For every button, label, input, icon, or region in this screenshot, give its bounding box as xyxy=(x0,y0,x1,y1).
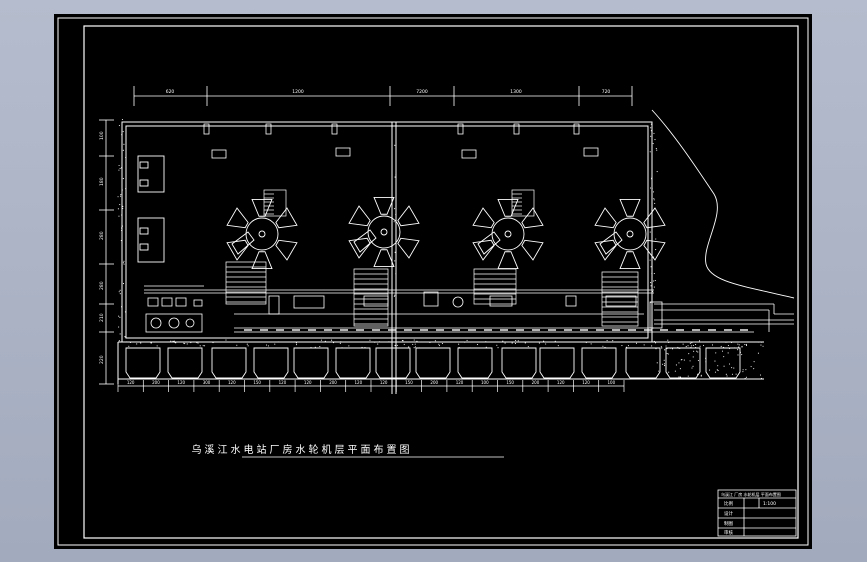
bottom-dim-label: 120 xyxy=(582,380,590,385)
draft-tube-bay xyxy=(125,347,161,379)
drawing-sheet[interactable]: 620 1200 7200 1300 720 100 180 280 280 xyxy=(54,14,812,549)
left-dim-4: 280 xyxy=(99,281,105,290)
draft-tube-bay xyxy=(335,347,371,379)
top-dim-1: 620 xyxy=(166,89,175,95)
draft-tube-bay xyxy=(705,347,741,379)
bottom-dim-label: 150 xyxy=(405,380,413,385)
wall-niches xyxy=(203,123,580,135)
bottom-dim-label: 150 xyxy=(253,380,261,385)
turbine-units xyxy=(226,196,666,270)
title-block-checked-by: 审核 xyxy=(724,529,733,536)
bottom-dim-label: 120 xyxy=(177,380,185,385)
left-dim-5: 210 xyxy=(99,313,105,322)
draft-tube-bay xyxy=(211,347,247,379)
title-block[interactable] xyxy=(717,489,797,537)
pipe-corridor xyxy=(144,289,794,333)
stairs xyxy=(225,189,639,327)
draft-tube-bay xyxy=(415,347,451,379)
top-panels xyxy=(211,147,599,159)
turbine-unit xyxy=(348,196,420,268)
left-dim-2: 180 xyxy=(99,177,105,186)
terrain-contour xyxy=(651,109,795,299)
bottom-dim-label: 120 xyxy=(380,380,388,385)
top-dim-2: 1200 xyxy=(292,89,304,95)
draft-tube-bay xyxy=(625,347,661,379)
bottom-dim-label: 200 xyxy=(152,380,160,385)
bottom-dim-label: 100 xyxy=(481,380,489,385)
top-dimension-chain xyxy=(133,86,633,106)
title-block-scale: 1:100 xyxy=(763,501,776,507)
bottom-dim-label: 150 xyxy=(506,380,514,385)
turbine-unit xyxy=(226,198,298,270)
bottom-dimension-labels: 120 200 120 300 120 150 120 120 200 120 120 150 200 1… xyxy=(117,380,625,392)
left-dim-1: 100 xyxy=(99,131,105,140)
title-block-designer: 设计 xyxy=(724,510,733,517)
left-dim-6: 220 xyxy=(99,355,105,364)
draft-tube-bay xyxy=(167,347,203,379)
turbine-unit xyxy=(594,198,666,270)
inner-border xyxy=(83,25,799,539)
left-dimension-chain xyxy=(99,119,114,385)
bottom-dim-label: 200 xyxy=(532,380,540,385)
bottom-dim-label: 120 xyxy=(279,380,287,385)
draft-tube-bay xyxy=(665,347,701,379)
top-dim-5: 720 xyxy=(602,89,611,95)
draft-tube-bay xyxy=(581,347,617,379)
draft-tube-bay xyxy=(457,347,493,379)
bottom-dim-label: 120 xyxy=(456,380,464,385)
draft-tube-bay xyxy=(375,347,411,379)
left-dim-3: 280 xyxy=(99,231,105,240)
bottom-dim-label: 200 xyxy=(430,380,438,385)
top-dim-3: 7200 xyxy=(416,89,428,95)
draft-tube-bay xyxy=(501,347,537,379)
top-dim-4: 1300 xyxy=(510,89,522,95)
bottom-dim-label: 120 xyxy=(127,380,135,385)
title-block-heading: 乌溪江 厂房 水轮机层 平面布置图 xyxy=(721,491,781,497)
bottom-dim-label: 200 xyxy=(329,380,337,385)
turbine-unit xyxy=(472,198,544,270)
outer-border xyxy=(57,17,809,546)
title-block-scale-label: 比例 xyxy=(724,500,733,507)
bottom-dim-label: 120 xyxy=(228,380,236,385)
title-block-drawn-by: 制图 xyxy=(724,520,733,527)
draft-tube-bay xyxy=(539,347,575,379)
left-control-cabinets xyxy=(137,155,165,263)
auxiliary-equipment xyxy=(144,285,637,333)
drawing-title: 乌溪江水电站厂房水轮机层平面布置图 xyxy=(192,443,413,456)
bottom-dim-label: 100 xyxy=(608,380,616,385)
bottom-dim-label: 120 xyxy=(355,380,363,385)
draft-tube-bay xyxy=(293,347,329,379)
bottom-dim-label: 120 xyxy=(557,380,565,385)
draft-tube-bay xyxy=(253,347,289,379)
drawing-canvas[interactable]: 620 1200 7200 1300 720 100 180 280 280 xyxy=(54,14,812,549)
bottom-dim-label: 300 xyxy=(203,380,211,385)
draft-tube-bays xyxy=(125,347,741,379)
powerhouse-outline xyxy=(117,121,764,394)
bottom-dim-label: 120 xyxy=(304,380,312,385)
